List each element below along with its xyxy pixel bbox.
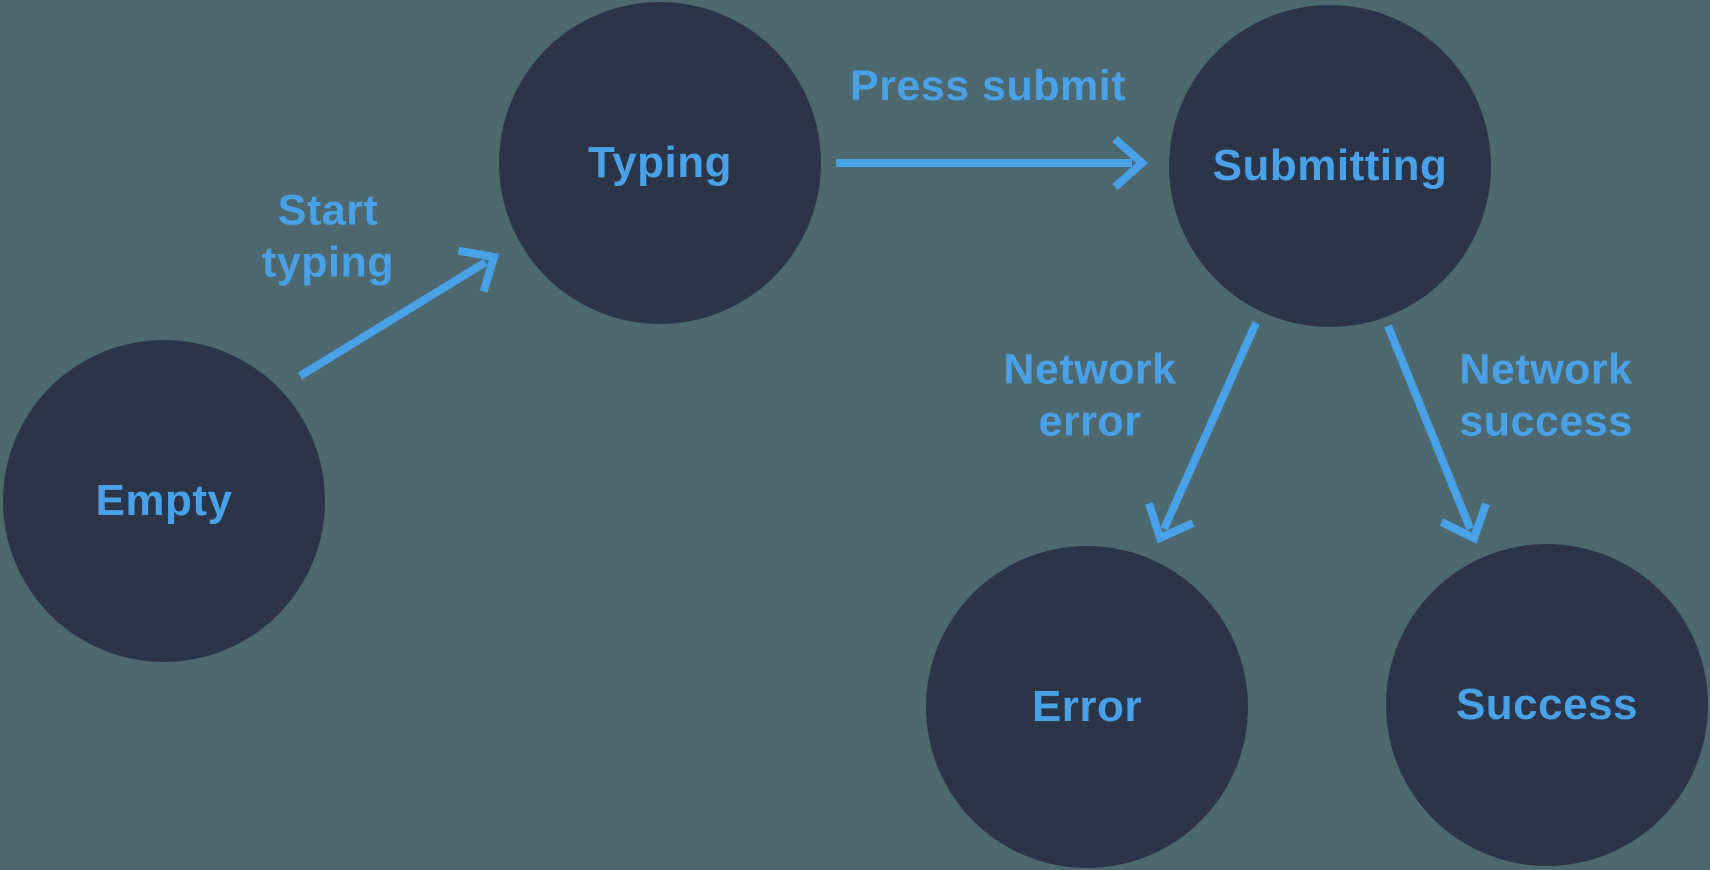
edge-label-network-success: Network success — [1459, 345, 1633, 445]
edge-arrow-start-typing — [297, 246, 500, 380]
state-label-success: Success — [1455, 680, 1639, 729]
state-label-typing: Typing — [588, 138, 732, 187]
state-node-success: Success — [1386, 544, 1708, 866]
edge-label-press-submit: Press submit — [849, 62, 1127, 111]
edge-arrow-network-error — [1145, 321, 1260, 544]
state-label-empty: Empty — [95, 476, 233, 525]
state-node-typing: Typing — [499, 2, 821, 324]
state-node-empty: Empty — [3, 340, 325, 662]
edge-label-start-typing: Start typing — [262, 186, 394, 286]
state-node-submitting: Submitting — [1169, 5, 1491, 327]
edge-arrow-press-submit — [836, 136, 1149, 190]
state-label-submitting: Submitting — [1212, 141, 1448, 190]
edge-arrow-network-success — [1384, 324, 1490, 544]
state-label-error: Error — [1031, 682, 1143, 731]
state-node-error: Error — [926, 546, 1248, 868]
edge-label-network-error: Network error — [1003, 345, 1177, 445]
